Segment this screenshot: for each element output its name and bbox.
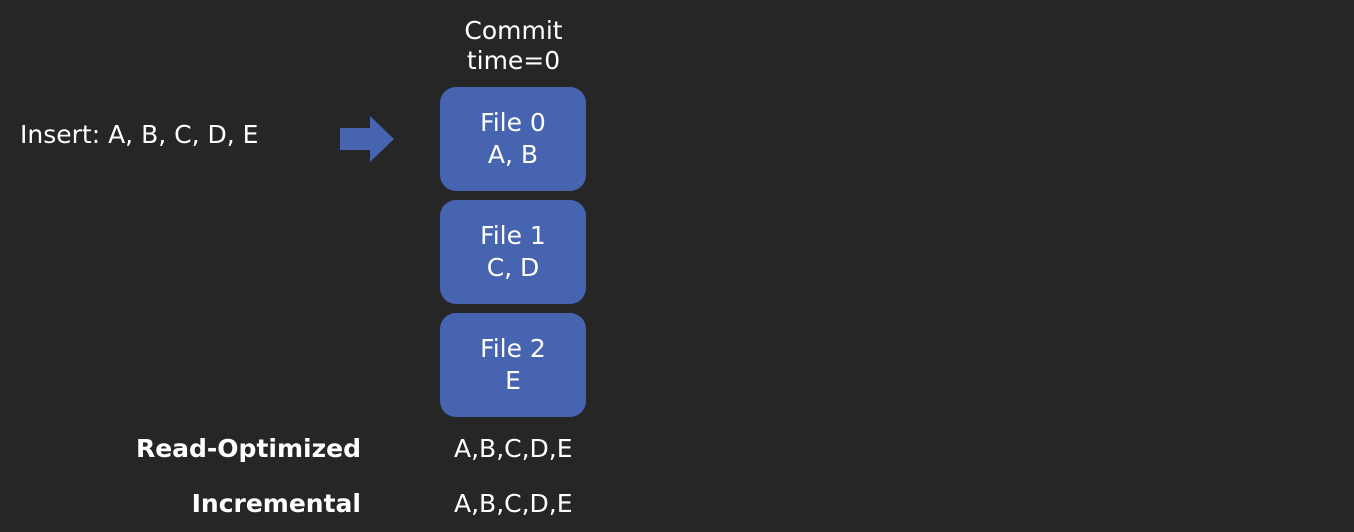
incremental-value: A,B,C,D,E [454, 489, 573, 518]
read-optimized-value: A,B,C,D,E [454, 434, 573, 463]
commit-header-line2: time=0 [466, 46, 561, 75]
incremental-label: Incremental [191, 489, 361, 518]
file-block-0: File 0 A, B [440, 87, 586, 191]
file-records: E [505, 366, 521, 395]
file-name: File 0 [480, 108, 546, 137]
commit-header-line1: Commit [464, 16, 563, 45]
insert-operation-label: Insert: A, B, C, D, E [20, 120, 259, 149]
file-block-2: File 2 E [440, 313, 586, 417]
file-name: File 1 [480, 221, 546, 250]
file-records: C, D [486, 253, 540, 282]
file-name: File 2 [480, 334, 546, 363]
file-block-1: File 1 C, D [440, 200, 586, 304]
read-optimized-label: Read-Optimized [135, 434, 361, 463]
file-records: A, B [487, 140, 539, 169]
commit-time-header: Commit time=0 [441, 16, 586, 76]
right-arrow-icon [340, 116, 394, 162]
